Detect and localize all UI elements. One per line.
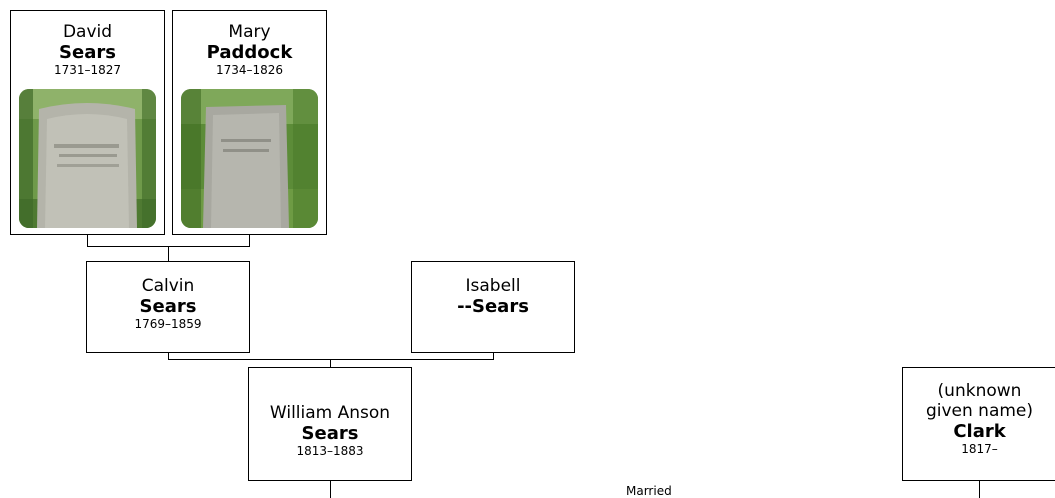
life-dates: 1769–1859	[134, 317, 202, 331]
surname: --Sears	[457, 296, 529, 317]
life-dates: 1817–	[961, 442, 998, 456]
given-name: Isabell	[465, 276, 521, 296]
person-card-david-sears[interactable]: David Sears 1731–1827	[10, 10, 165, 235]
surname: Sears	[301, 423, 359, 444]
given-name: William Anson	[269, 403, 391, 423]
person-card-calvin-sears[interactable]: Calvin Sears 1769–1859	[86, 261, 250, 353]
life-dates: 1734–1826	[215, 63, 284, 77]
person-card-mary-paddock[interactable]: Mary Paddock 1734–1826	[172, 10, 327, 235]
connector-line	[330, 359, 331, 367]
life-dates: 1813–1883	[296, 444, 364, 458]
connector-line	[168, 246, 169, 261]
given-name-line-1: (unknown	[937, 381, 1022, 401]
connector-line	[87, 234, 88, 247]
person-card-isabell-sears[interactable]: Isabell --Sears	[411, 261, 575, 353]
person-card-clark[interactable]: (unknown given name) Clark 1817–	[902, 367, 1055, 481]
gravestone-photo-icon[interactable]	[19, 89, 156, 228]
surname: Sears	[139, 296, 197, 317]
given-name: David	[62, 22, 113, 42]
given-name: Calvin	[141, 276, 195, 296]
connector-line	[168, 352, 169, 360]
connector-line	[249, 234, 250, 247]
connector-line	[330, 480, 331, 498]
surname: Clark	[953, 421, 1006, 442]
life-dates: 1731–1827	[53, 63, 122, 77]
person-card-william-anson-sears[interactable]: William Anson Sears 1813–1883	[248, 367, 412, 481]
gravestone-photo-icon[interactable]	[181, 89, 318, 228]
surname: Paddock	[206, 42, 293, 63]
marriage-label: Married	[626, 484, 672, 498]
given-name-line-2: given name)	[925, 401, 1034, 421]
connector-line	[979, 480, 980, 498]
given-name: Mary	[228, 22, 271, 42]
connector-line	[493, 352, 494, 360]
surname: Sears	[59, 42, 116, 63]
connector-line	[168, 359, 494, 360]
